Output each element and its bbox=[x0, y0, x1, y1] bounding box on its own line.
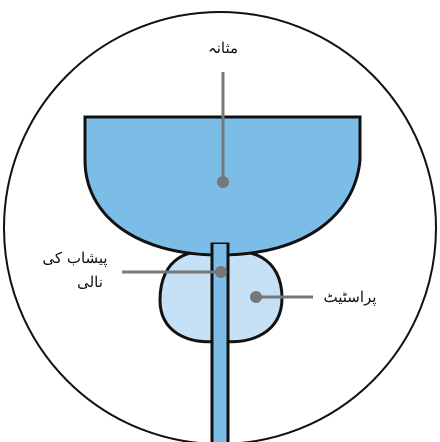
urethra-pointer-dot bbox=[215, 266, 227, 278]
urethra-label-line1: پیشاب کی bbox=[42, 249, 107, 267]
urethra-label-line2: نالی bbox=[77, 273, 103, 291]
urethra-tube-fill bbox=[214, 244, 227, 258]
prostate-label: پراسٹیٹ bbox=[324, 288, 377, 306]
bladder-pointer-dot bbox=[217, 176, 229, 188]
bladder-label: مثانہ bbox=[208, 39, 238, 57]
prostate-pointer-dot bbox=[250, 291, 262, 303]
